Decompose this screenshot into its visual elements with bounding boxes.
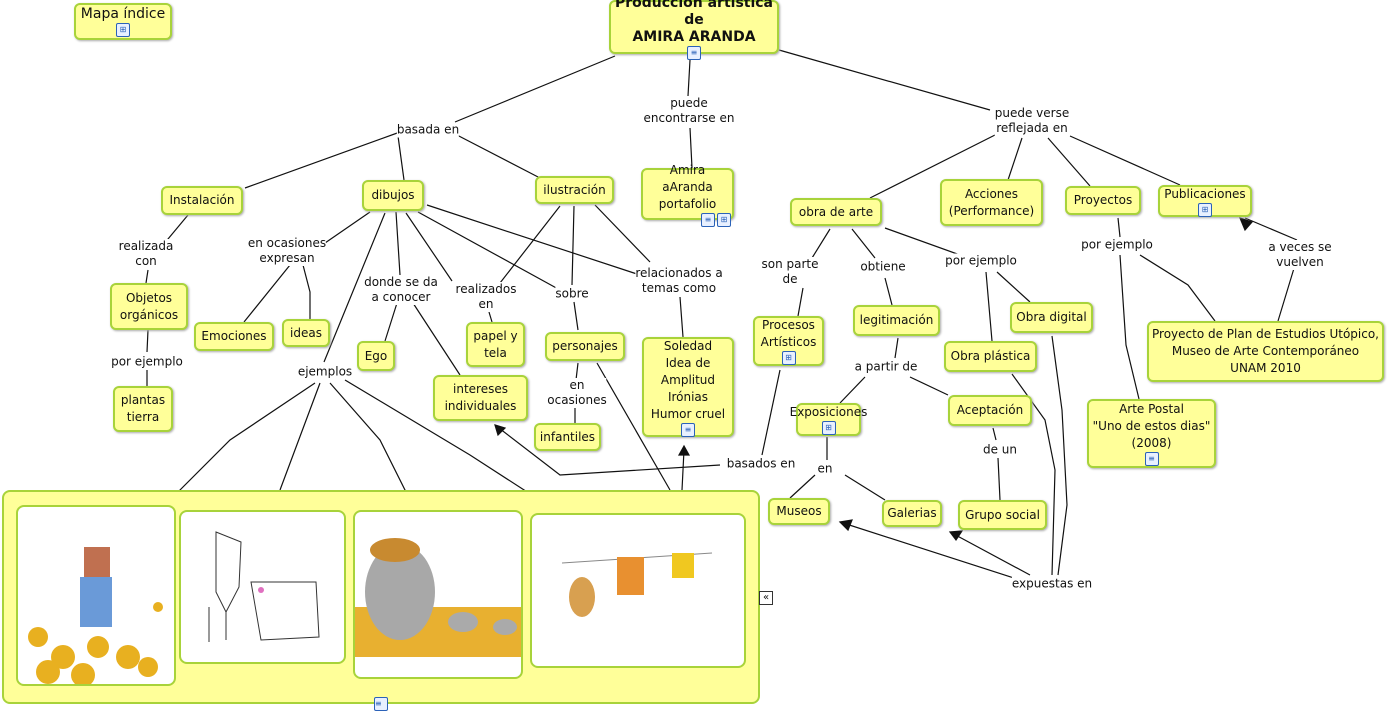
link-label: basada en <box>396 122 460 138</box>
link-label: obtiene <box>860 259 906 275</box>
link-label: por ejemplo <box>1081 237 1153 253</box>
link-label: en <box>817 461 833 477</box>
link-label: de un <box>982 442 1018 458</box>
link-label: realizada con <box>118 239 174 269</box>
concept-emociones[interactable]: Emociones <box>194 322 274 351</box>
concept-aceptacion[interactable]: Aceptación <box>948 395 1032 426</box>
concept-temas[interactable]: Soledad Idea de Amplitud Irónias Humor c… <box>642 337 734 437</box>
concept-museos[interactable]: Museos <box>768 498 830 525</box>
concept-acciones[interactable]: Acciones (Performance) <box>940 179 1043 226</box>
link-label: en ocasiones expresan <box>247 236 327 266</box>
index-map-node[interactable]: Mapa índice⊞ <box>74 3 172 40</box>
concept-dibujos[interactable]: dibujos <box>362 180 424 211</box>
concept-publicaciones[interactable]: Publicaciones⊞ <box>1158 185 1252 217</box>
concept-ilustracion[interactable]: ilustración <box>535 176 614 204</box>
link-label: puede encontrarse en <box>643 96 735 126</box>
document-icon[interactable]: ≡ <box>701 212 715 227</box>
concept-map-icon[interactable]: ⊞ <box>1198 202 1212 217</box>
concept-obra-digital[interactable]: Obra digital <box>1010 302 1093 333</box>
concept-personajes[interactable]: personajes <box>545 332 625 361</box>
concept-map-icon[interactable]: ⊞ <box>821 421 836 435</box>
concept-arte-postal[interactable]: Arte Postal "Uno de estos dias" (2008)≡ <box>1087 399 1216 468</box>
document-icon[interactable]: ≡ <box>681 422 695 437</box>
concept-exposiciones[interactable]: Exposiciones⊞ <box>790 403 867 436</box>
concept-map-icon[interactable]: ⊞ <box>116 23 130 37</box>
concept-ego[interactable]: Ego <box>357 341 395 371</box>
concept-galerias[interactable]: Galerias <box>882 500 942 527</box>
link-label: en ocasiones <box>547 378 607 408</box>
link-label: a partir de <box>854 359 918 375</box>
document-icon[interactable]: ≡ <box>687 45 701 60</box>
link-label: relacionados a temas como <box>635 266 723 296</box>
concept-proyecto-plan[interactable]: Proyecto de Plan de Estudios Utópico, Mu… <box>1147 321 1384 382</box>
collapse-icon[interactable]: « <box>759 591 773 605</box>
link-label: por ejemplo <box>111 354 183 370</box>
concept-procesos-artisticos[interactable]: Procesos Artísticos⊞ <box>753 316 824 366</box>
concept-proyectos[interactable]: Proyectos <box>1065 186 1141 215</box>
link-label: realizados en <box>455 282 517 312</box>
illustration-image-clothesline[interactable] <box>530 513 746 668</box>
concept-instalacion[interactable]: Instalación <box>161 186 243 215</box>
concept-legitimacion[interactable]: legitimación <box>853 305 940 336</box>
concept-intereses[interactable]: intereses individuales <box>433 375 528 421</box>
concept-infantiles[interactable]: infantiles <box>534 423 601 451</box>
link-label: basados en <box>726 456 796 472</box>
illustration-image-bear-rocks[interactable] <box>353 510 523 679</box>
link-label: expuestas en <box>1011 576 1093 592</box>
document-icon[interactable]: ≡ <box>374 697 388 711</box>
link-label: donde se da a conocer <box>364 275 438 305</box>
link-label: puede verse reflejada en <box>994 106 1070 136</box>
concept-ideas[interactable]: ideas <box>282 319 330 347</box>
concept-objetos-organicos[interactable]: Objetos orgánicos <box>110 283 188 330</box>
concept-grupo-social[interactable]: Grupo social <box>958 500 1047 530</box>
illustration-image-bear-table[interactable] <box>179 510 346 664</box>
concept-obra-de-arte[interactable]: obra de arte <box>790 198 882 226</box>
link-label: sobre <box>555 286 589 302</box>
link-label: ejemplos <box>297 364 353 380</box>
link-label: a veces se vuelven <box>1268 240 1332 270</box>
concept-portafolio[interactable]: Amira aAranda portafolio≡⊞ <box>641 163 734 227</box>
illustration-image-bear-flowers[interactable] <box>16 505 176 686</box>
link-label: por ejemplo <box>945 253 1017 269</box>
root-concept[interactable]: Producción artística de AMIRA ARANDA≡ <box>609 0 779 60</box>
concept-obra-plastica[interactable]: Obra plástica <box>944 341 1037 372</box>
concept-plantas-tierra[interactable]: plantas tierra <box>113 386 173 432</box>
concept-map-icon[interactable]: ⊞ <box>717 212 731 227</box>
document-icon[interactable]: ≡ <box>1144 452 1159 466</box>
link-label: son parte de <box>761 257 819 287</box>
concept-map-icon[interactable]: ⊞ <box>781 351 796 365</box>
concept-papel-tela[interactable]: papel y tela <box>466 322 525 367</box>
